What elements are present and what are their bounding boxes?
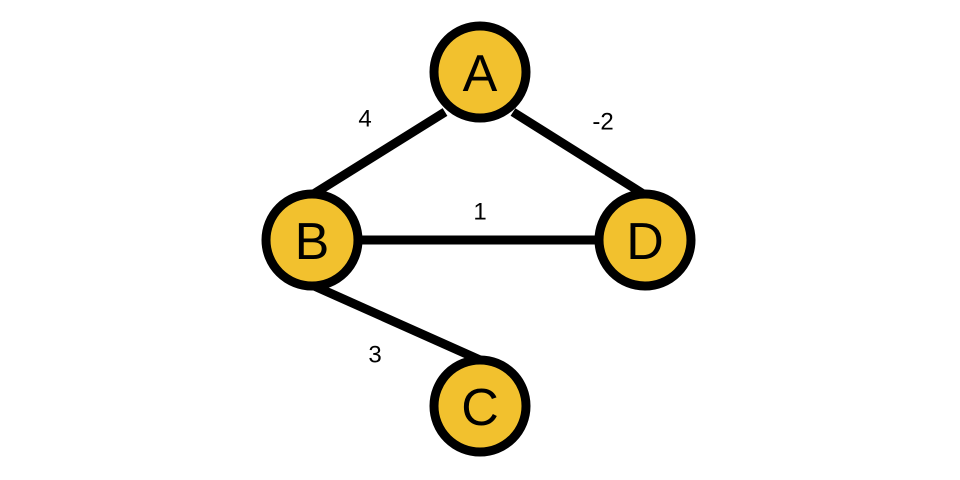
node-a: A bbox=[429, 21, 531, 123]
edge-a-b bbox=[309, 108, 448, 199]
edge-weight-b-c: 3 bbox=[368, 342, 381, 369]
node-circle-c bbox=[429, 355, 531, 457]
node-label-c: C bbox=[461, 379, 499, 437]
edge-weight-a-b: 4 bbox=[358, 106, 371, 133]
edge-b-c bbox=[310, 280, 482, 365]
node-label-b: B bbox=[295, 213, 330, 271]
edge-weight-a-d: -2 bbox=[592, 109, 613, 136]
edge-a-d bbox=[510, 108, 648, 199]
node-label-a: A bbox=[463, 45, 498, 103]
node-d: D bbox=[594, 189, 696, 291]
edges-layer bbox=[309, 108, 648, 365]
node-circle-b bbox=[261, 189, 363, 291]
node-label-d: D bbox=[626, 213, 664, 271]
edge-weight-b-d: 1 bbox=[473, 199, 486, 226]
node-circle-d bbox=[594, 189, 696, 291]
edge-weights-layer: 4 -2 1 3 bbox=[358, 106, 613, 369]
nodes-layer: A B C D bbox=[261, 21, 696, 457]
node-circle-a bbox=[429, 21, 531, 123]
node-c: C bbox=[429, 355, 531, 457]
node-b: B bbox=[261, 189, 363, 291]
